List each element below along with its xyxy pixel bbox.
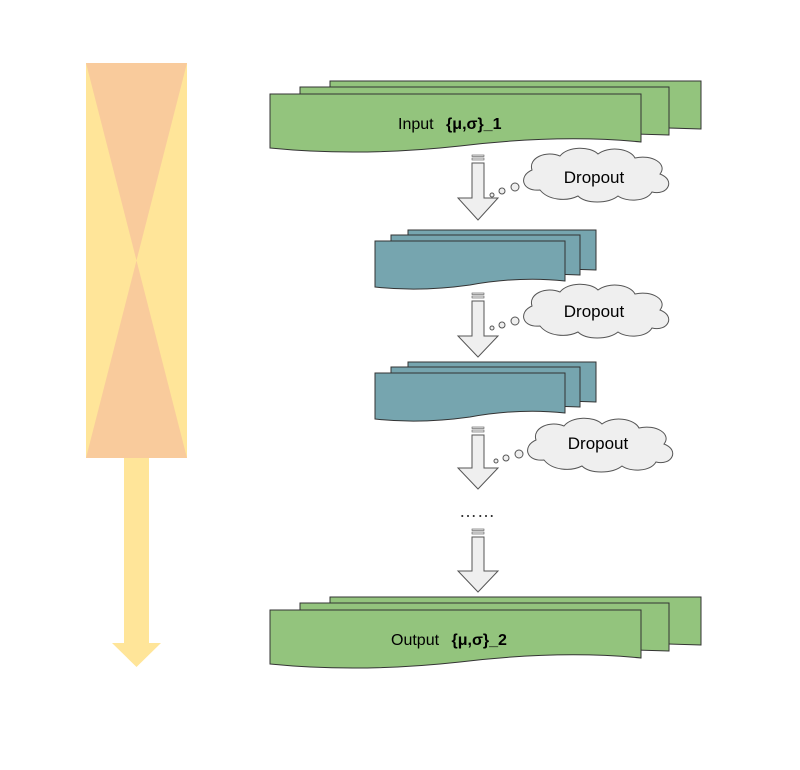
input-document-stack (269, 80, 702, 153)
down-arrow-2 (456, 292, 500, 358)
dropout-label-2: Dropout (564, 302, 625, 321)
dropout-cloud-2 (489, 283, 670, 339)
flow-down-arrow (112, 458, 161, 667)
dropout-label-1: Dropout (564, 168, 625, 187)
input-label: Input {μ,σ}_1 (398, 116, 502, 133)
ellipsis-text: …… (459, 501, 495, 521)
down-arrow-1 (456, 154, 500, 221)
dropout-label-3: Dropout (568, 434, 629, 453)
down-arrow-3 (456, 426, 500, 490)
output-document-stack (269, 596, 702, 669)
dropout-cloud-1 (489, 147, 670, 203)
hidden-layer-stack-2 (374, 361, 597, 422)
hidden-layer-stack-1 (374, 229, 597, 290)
output-label: Output {μ,σ}_2 (391, 632, 507, 649)
dropout-cloud-3 (493, 417, 674, 473)
hourglass-shape (86, 63, 187, 458)
down-arrow-4 (456, 528, 500, 593)
